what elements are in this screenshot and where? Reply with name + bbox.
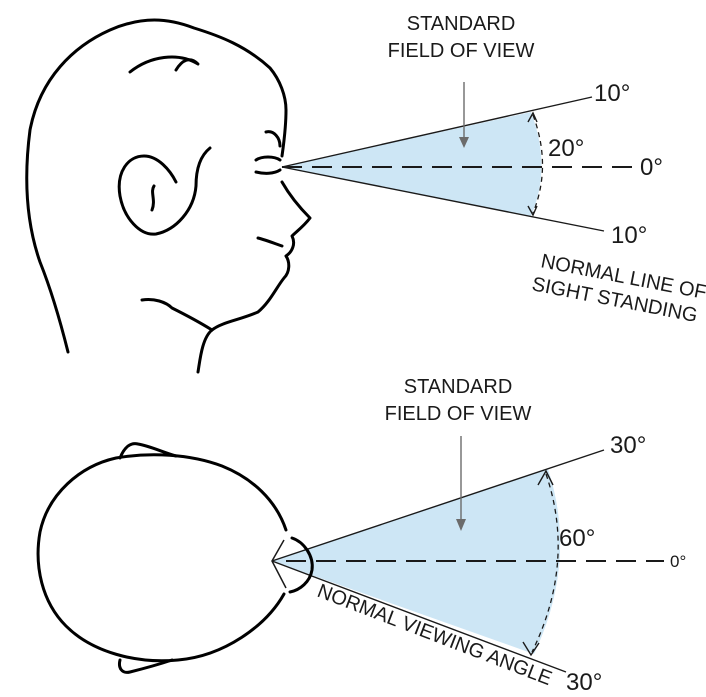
side-center-angle-label: 0° <box>640 154 663 181</box>
side-lower-angle-label: 10° <box>611 222 647 249</box>
top-center-angle-label: 0° <box>670 552 686 571</box>
top-field-label-line2: FIELD OF VIEW <box>385 403 532 425</box>
top-lower-angle-label: 30° <box>566 669 602 696</box>
side-span-angle-label: 20° <box>548 135 584 162</box>
side-field-label-line1: STANDARD <box>407 13 516 35</box>
side-field-wedge <box>282 112 542 216</box>
side-view: STANDARD FIELD OF VIEW 10° 20° 0° 10° NO… <box>27 13 706 372</box>
side-upper-angle-label: 10° <box>594 80 630 107</box>
top-head-outline <box>38 444 312 673</box>
top-span-angle-label: 60° <box>559 525 595 552</box>
top-upper-angle-label: 30° <box>610 432 646 459</box>
top-view: STANDARD FIELD OF VIEW 30° 60° 0° NORMAL… <box>38 376 686 696</box>
side-head-outline <box>27 20 310 372</box>
side-field-label-line2: FIELD OF VIEW <box>388 40 535 62</box>
top-field-label-line1: STANDARD <box>404 376 513 398</box>
